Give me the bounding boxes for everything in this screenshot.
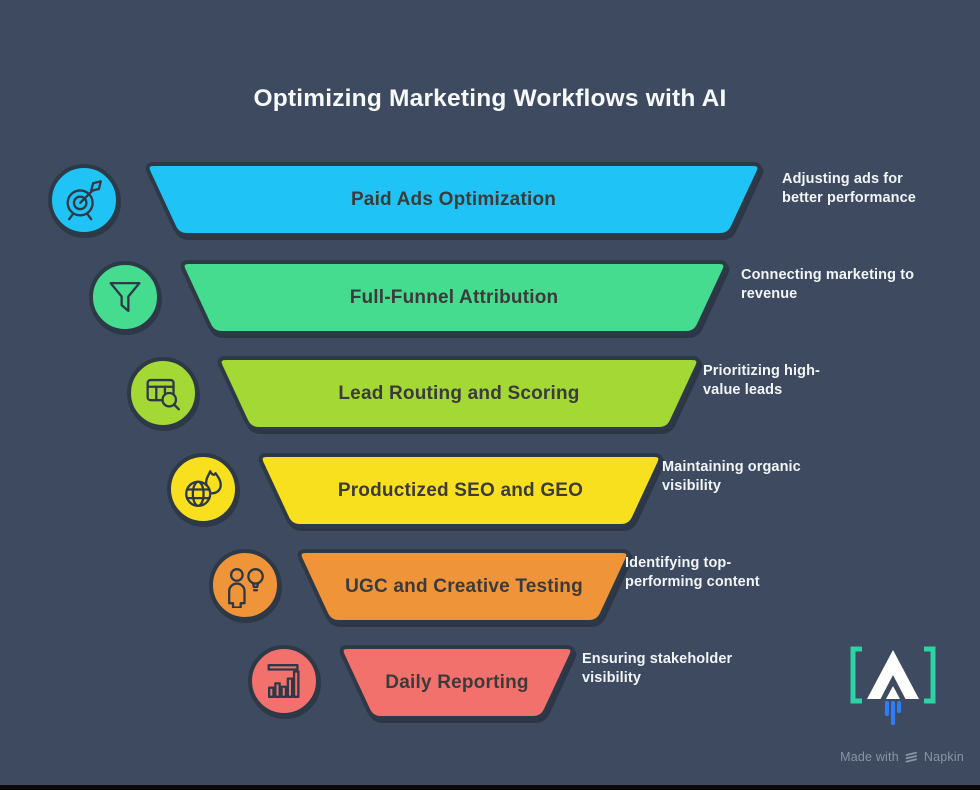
bottom-black-strip [0,785,980,790]
napkin-icon [905,751,917,763]
funnel-segment-shape-2 [217,356,701,431]
funnel-segment-shape-3 [258,453,663,528]
logo-right-bracket [924,646,936,704]
page-title: Optimizing Marketing Workflows with AI [253,85,727,112]
table-search-glyph [146,378,180,411]
bar-chart-glyph [267,664,300,698]
funnel-segment-label-lead-routing: Lead Routing and Scoring [338,382,580,404]
annotation-ugc-testing: Identifying top-performing content [625,555,760,590]
made-with-napkin: Made with Napkin [840,750,964,764]
funnel-segment-label-seo-geo: Productized SEO and GEO [337,479,584,501]
brand-logo [850,646,936,726]
table-search-icon [127,357,199,429]
bar-chart-icon [248,645,320,717]
funnel-segment-shape-0 [145,162,762,237]
funnel-segment-label-ugc-testing: UGC and Creative Testing [345,575,583,597]
target-dart-icon [48,164,120,236]
funnel-glyph [109,281,141,313]
logo-letter-a [867,650,919,699]
funnel-segment-label-paid-ads: Paid Ads Optimization [350,188,557,210]
logo-letter-a-tip [886,686,900,699]
globe-flame-glyph [185,470,222,507]
globe-flame-icon [167,453,239,525]
annotation-lead-routing: Prioritizing high-value leads [703,363,820,398]
target-dart-glyph [66,180,102,221]
funnel-segment-label-attribution: Full-Funnel Attribution [349,286,559,308]
person-balloon-icon [209,549,281,621]
annotation-attribution: Connecting marketing to revenue [741,267,915,302]
funnel-icon [89,261,161,333]
annotation-daily-reporting: Ensuring stakeholder visibility [582,651,733,686]
annotation-paid-ads: Adjusting ads for better performance [782,171,916,206]
funnel-segment-shape-1 [180,260,728,335]
funnel-segment-label-daily-reporting: Daily Reporting [385,671,529,693]
funnel-segment-shape-4 [297,549,631,624]
napkin-brand-text: Napkin [923,750,964,764]
logo-left-bracket [850,646,862,704]
logo-exhaust-lines [884,700,902,726]
person-balloon-glyph [228,568,264,608]
annotation-seo-geo: Maintaining organic visibility [662,459,801,494]
funnel-segment-shape-5 [339,645,575,720]
made-with-text: Made with [840,750,899,764]
